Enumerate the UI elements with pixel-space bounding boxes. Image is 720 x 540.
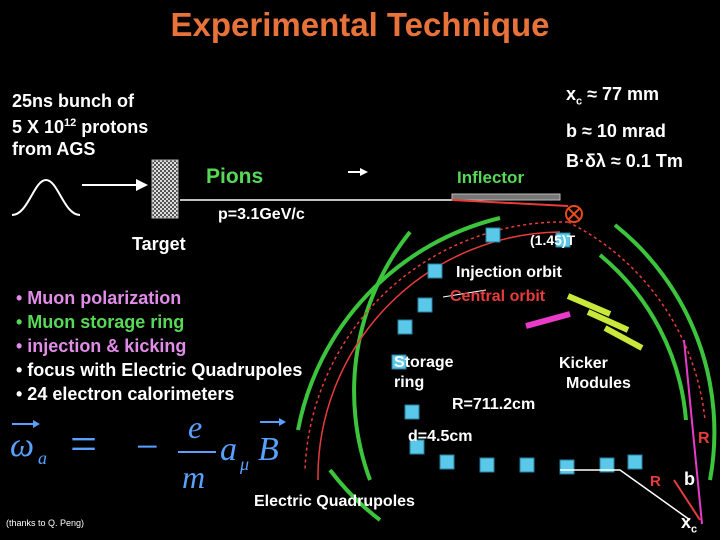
orbit-right bbox=[567, 221, 706, 421]
radius-label: R=711.2cm bbox=[452, 396, 536, 413]
quadrupole bbox=[519, 457, 535, 473]
list-item: • Muon storage ring bbox=[16, 312, 185, 332]
orbit-pointer bbox=[442, 289, 487, 298]
momentum-label: p=3.1GeV/c bbox=[218, 206, 305, 223]
outer-ring-arc-bottom bbox=[328, 468, 382, 522]
formula-omega: ω bbox=[10, 427, 34, 464]
kicker-module bbox=[603, 325, 644, 351]
bunch-line-3: from AGS bbox=[12, 139, 96, 159]
quadrupole bbox=[397, 319, 413, 335]
target-block bbox=[151, 159, 179, 219]
pointer-line bbox=[560, 469, 691, 521]
quadrupole bbox=[409, 439, 425, 455]
quadrupole bbox=[485, 227, 501, 243]
outer-ring-arc-left bbox=[296, 216, 501, 431]
beam-arrowhead bbox=[136, 179, 148, 191]
target-label: Target bbox=[132, 234, 186, 254]
pions-label: Pions bbox=[206, 165, 264, 188]
list-item: • Muon polarization bbox=[16, 288, 182, 308]
formula-field: B bbox=[258, 431, 279, 468]
quadrupole bbox=[479, 457, 495, 473]
injection-orbit-label: Injection orbit bbox=[456, 264, 562, 281]
electric-quadrupoles-label: Electric Quadrupoles bbox=[254, 493, 415, 510]
kicker-module bbox=[586, 309, 630, 333]
quadrupole bbox=[417, 297, 433, 313]
formula-equals: = bbox=[70, 418, 97, 471]
anomalous-precession-formula: ω a = − e m a μ B bbox=[6, 408, 296, 498]
xc-value: xc ≈ 77 mm bbox=[566, 84, 660, 108]
injection-path bbox=[451, 199, 569, 207]
quadrupole bbox=[391, 354, 407, 370]
xc-corner-label: xc bbox=[681, 512, 698, 536]
ring-arc-right-2 bbox=[598, 253, 688, 421]
b-value: b ≈ 10 mrad bbox=[566, 121, 666, 141]
inflector-label: Inflector bbox=[457, 168, 525, 187]
feature-list: • Muon polarization • Muon storage ring … bbox=[16, 286, 302, 406]
central-orbit bbox=[317, 231, 561, 481]
kicker-module-magenta bbox=[525, 311, 571, 329]
proton-bunch-description: 25ns bunch of 5 X 1012 protons from AGS bbox=[12, 90, 148, 160]
b-label: b bbox=[684, 469, 695, 489]
deflected-path bbox=[683, 339, 703, 525]
central-orbit-label: Central orbit bbox=[450, 288, 546, 305]
pulse-shape bbox=[11, 178, 81, 216]
bunch-unit: protons bbox=[76, 117, 149, 137]
quadrupole bbox=[427, 263, 443, 279]
bdl-value: B·δλ ≈ 0.1 Tm bbox=[566, 151, 683, 171]
ring-arc-left-2 bbox=[352, 230, 412, 481]
field-strength-fragment: (1.45)T bbox=[530, 232, 576, 248]
formula-minus: − bbox=[136, 424, 159, 469]
kicker-module bbox=[566, 293, 612, 317]
quadrupole bbox=[599, 457, 615, 473]
credit-note: (thanks to Q. Peng) bbox=[6, 518, 85, 528]
r-label-right: R bbox=[698, 430, 710, 447]
formula-denominator: m bbox=[182, 459, 205, 495]
bunch-line-1: 25ns bunch of bbox=[12, 91, 135, 111]
list-item: • focus with Electric Quadrupoles bbox=[16, 360, 303, 380]
central-path-right bbox=[673, 479, 701, 521]
formula-coef: a bbox=[220, 431, 237, 468]
r-label-lower: R bbox=[650, 473, 661, 490]
quadrupole bbox=[559, 459, 575, 475]
bunch-exponent: 12 bbox=[64, 117, 77, 129]
list-item: • injection & kicking bbox=[16, 336, 187, 356]
inflector-magnet bbox=[451, 193, 561, 201]
formula-omega-sub: a bbox=[38, 448, 47, 468]
formula-numerator: e bbox=[188, 409, 202, 445]
quadrupole bbox=[555, 232, 571, 248]
pion-arrowhead bbox=[360, 168, 368, 176]
quadrupole bbox=[439, 454, 455, 470]
kicker-modules-label: Kicker Modules bbox=[558, 355, 631, 392]
quadrupole bbox=[404, 404, 420, 420]
quadrupole bbox=[627, 454, 643, 470]
d-value-label: d=4.5cm bbox=[408, 428, 473, 445]
formula-coef-sub: μ bbox=[239, 454, 249, 474]
storage-ring-label: Storage ring bbox=[394, 354, 454, 391]
formula-svg: ω a = − e m a μ B bbox=[10, 409, 286, 495]
outer-ring-arc-right bbox=[613, 223, 717, 481]
bunch-count: 5 X 10 bbox=[12, 117, 65, 137]
page-title: Experimental Technique bbox=[170, 6, 550, 43]
field-direction-icon bbox=[565, 205, 583, 223]
injection-orbit bbox=[304, 221, 569, 471]
list-item: • 24 electron calorimeters bbox=[16, 384, 235, 404]
bunch-line-2: 5 X 1012 protons bbox=[12, 112, 148, 138]
